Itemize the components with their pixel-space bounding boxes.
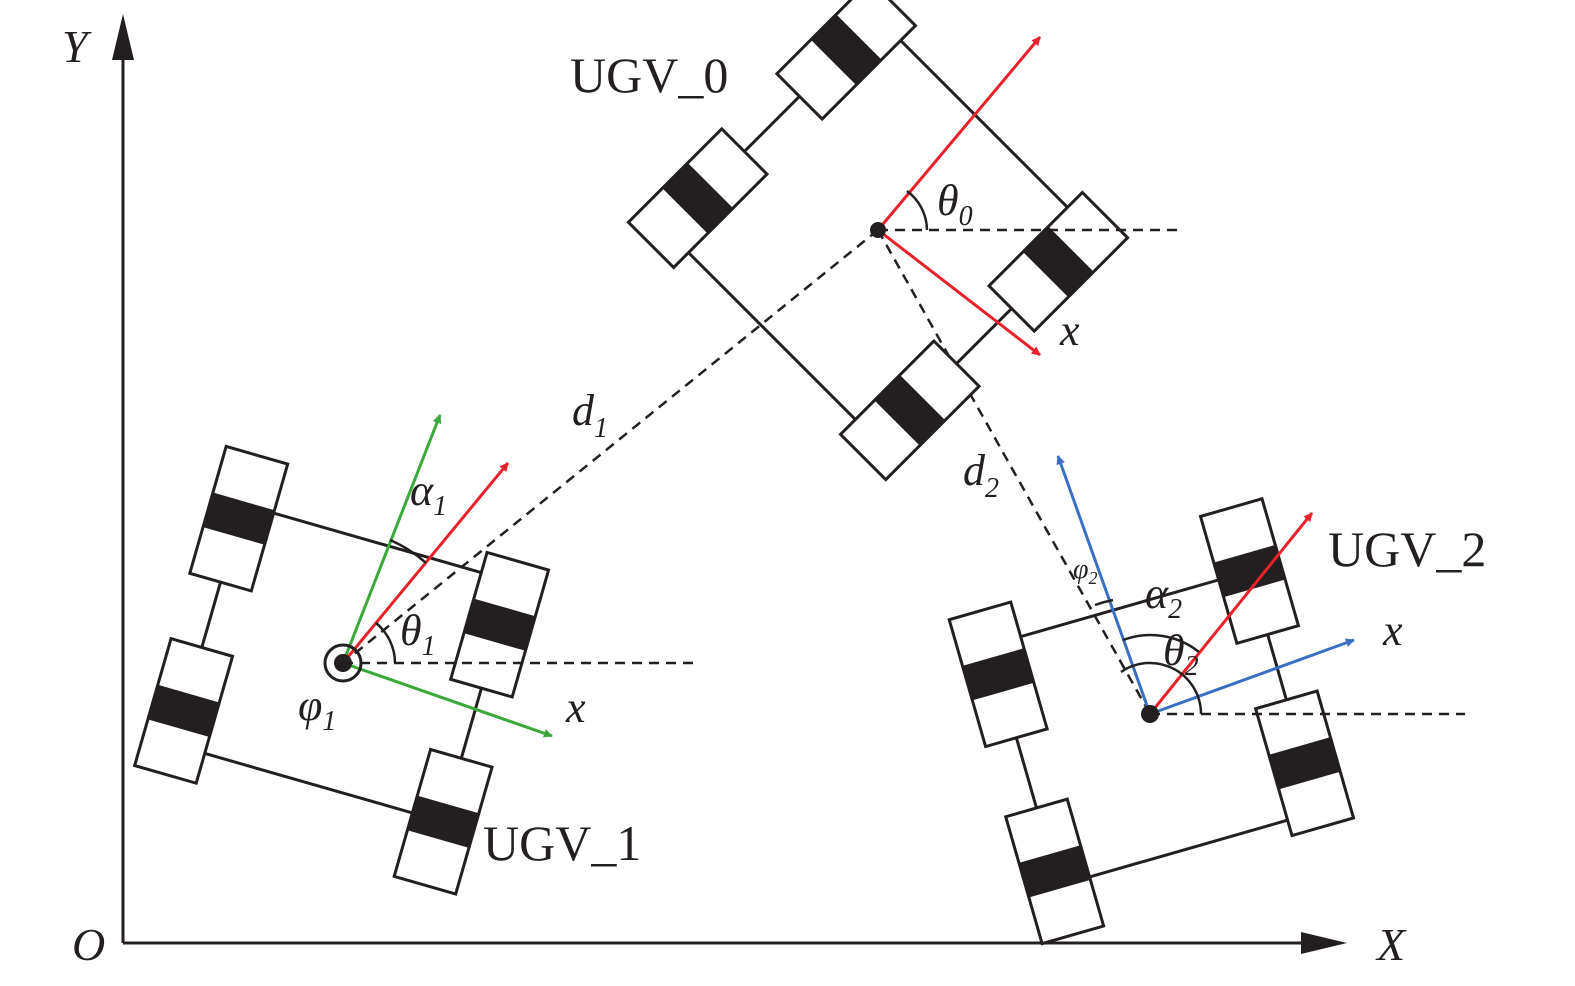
ugv-1-wheel [392,747,494,896]
ugv-1-wheel [187,444,290,593]
distance-label-d1: d1 [572,386,608,444]
ugv-1: UGV_1 θ1 α1 φ1 x [132,414,700,896]
ugv-2-body [988,569,1321,888]
ugv-2: UGV_2 θ2 α2 φ2 x [947,455,1486,946]
ugv-1-theta-arc [375,622,397,664]
ugv-1-x-label: x [565,683,586,732]
ugv-1-phi-ring [323,643,363,683]
x-axis-label: X [1375,919,1407,970]
ugv-1-alpha-arc [389,538,427,564]
distance-line-d1 [342,229,879,664]
ugv-0-wheel [774,0,918,122]
ugv-0-x-label: x [1059,306,1080,355]
ugv-2-x-label: x [1382,606,1403,655]
ugv-2-theta-label: θ2 [1163,626,1199,682]
origin-label: O [72,919,105,970]
ugv-1-body [172,502,514,824]
ugv-2-label: UGV_2 [1328,521,1486,577]
ugv-2-alpha-arc [1122,633,1200,653]
ugv-2-center [1141,705,1159,723]
ugv-0: UGV_0 θ0 x [570,0,1182,482]
ugv-0-heading-arrow [876,36,1042,231]
ugv-2-blue-y-arrow [1056,455,1152,715]
ugv-0-center [870,222,886,238]
ugv-2-wheel [947,600,1049,749]
distance-lines [342,229,1152,715]
ugv-1-green-x-arrow [342,661,553,738]
x-axis-arrowhead [1301,932,1347,954]
coordinate-axes: Y X O [62,14,1407,970]
ugv-1-wheel [132,636,235,786]
ugv-2-alpha-label: α2 [1145,569,1182,625]
y-axis-arrowhead [112,14,134,60]
ugv-1-theta-label: θ1 [400,606,436,662]
ugv-0-body [663,15,1093,445]
ugv-0-theta-arc [906,189,929,231]
ugv-1-center [334,654,352,672]
ugv-1-green-y-arrow [341,414,442,664]
ugv-1-alpha-label: α1 [410,466,447,522]
ugv-2-wheel [1253,689,1356,838]
ugv-2-wheel [1003,797,1106,946]
distance-label-d2: d2 [963,446,999,504]
ugv-0-wheel [626,126,770,270]
ugv-0-x-axis-arrow [877,228,1041,357]
ugv-2-heading-arrow [1148,512,1314,715]
ugv-2-wheel [1198,496,1301,646]
distance-line-d2 [876,229,1152,715]
ugv-2-phi-label: φ2 [1073,554,1098,588]
ugv-0-theta-label: θ0 [937,176,973,232]
y-axis-label: Y [62,21,92,72]
ugv-0-label: UGV_0 [570,47,728,103]
ugv-2-blue-x-arrow [1149,638,1355,716]
ugv-1-phi-label: φ1 [298,681,336,737]
ugv-2-theta-arc [1120,661,1203,715]
ugv-0-wheel [838,338,982,482]
ugv-0-wheel [986,190,1130,334]
ugv-1-wheel [448,550,551,699]
ugv-1-label: UGV_1 [483,815,641,871]
ugv-2-phi-arc [1094,598,1114,607]
